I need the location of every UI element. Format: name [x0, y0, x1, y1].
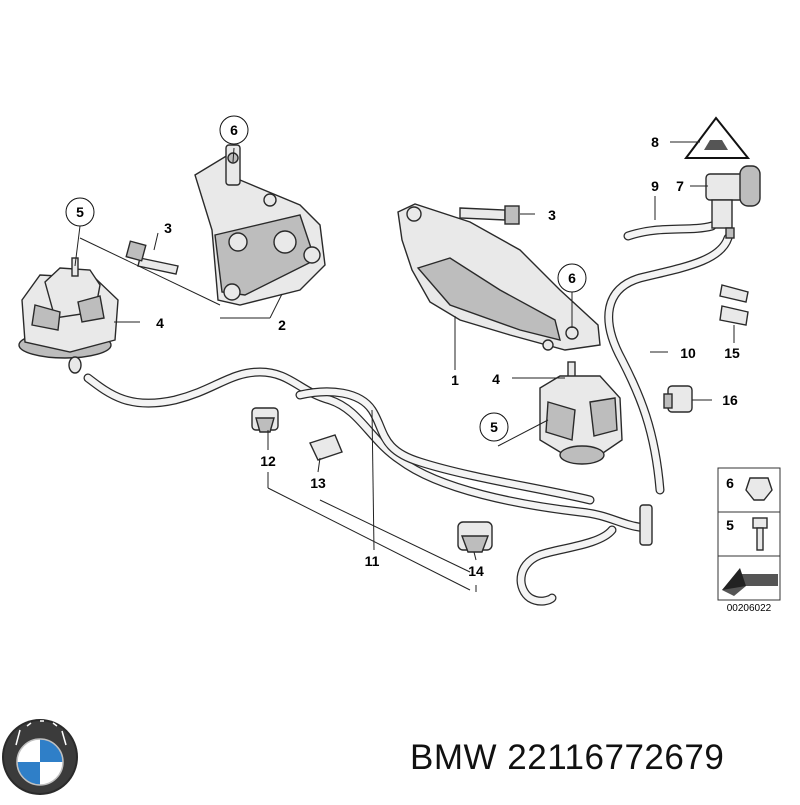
hose-connector-end [639, 504, 653, 546]
bmw-logo [2, 719, 78, 795]
callout-5-right: 5 [490, 419, 498, 435]
callout-12: 12 [260, 453, 276, 469]
bolt-3-right [459, 205, 520, 225]
callout-circle-5-left [65, 197, 95, 227]
clip-15 [719, 284, 749, 326]
callout-15: 15 [724, 345, 740, 361]
callout-9: 9 [651, 178, 659, 194]
nut-icon [745, 477, 773, 501]
callout-13: 13 [310, 475, 326, 491]
arrow-icon [722, 568, 778, 596]
bolt-icon [752, 517, 768, 551]
callout-5-left: 5 [76, 204, 84, 220]
legend-item-6: 6 [726, 475, 734, 491]
vacuum-hose-9 [623, 221, 717, 241]
engine-mount-right [539, 361, 623, 465]
callout-11: 11 [365, 553, 380, 569]
vacuum-valve-7 [705, 165, 761, 239]
vacuum-hose-11 [83, 367, 653, 606]
callout-10: 10 [680, 345, 696, 361]
callout-8: 8 [651, 134, 659, 150]
callout-14: 14 [468, 563, 484, 579]
diagram-code: 00206022 [727, 603, 772, 614]
callout-4-left: 4 [156, 315, 164, 331]
callout-circle-6-left [219, 115, 249, 145]
clip-13 [309, 434, 343, 461]
callout-circle-6-right [557, 263, 587, 293]
vacuum-hose-10 [604, 233, 733, 495]
legend-item-5: 5 [726, 517, 734, 533]
callouts: 5 6 3 4 2 3 6 1 4 5 8 9 7 10 15 16 12 13… [65, 115, 740, 579]
callout-6-left: 6 [230, 122, 238, 138]
callout-3-right: 3 [548, 207, 556, 223]
engine-mount-left [18, 257, 119, 374]
callout-3-left: 3 [164, 220, 172, 236]
bolt-3-left [125, 240, 179, 275]
callout-2: 2 [278, 317, 286, 333]
leader-lines [74, 141, 735, 592]
callout-16: 16 [722, 392, 738, 408]
callout-7: 7 [676, 178, 684, 194]
engine-bracket-2 [194, 144, 326, 306]
callout-circle-5-right [479, 412, 509, 442]
warning-label-8 [684, 116, 751, 159]
engine-support-arm-1 [397, 203, 601, 351]
clip-16 [663, 385, 693, 413]
part-number-caption: BMW 22116772679 [410, 738, 725, 777]
callout-4-right: 4 [492, 371, 500, 387]
callout-6-right: 6 [568, 270, 576, 286]
callout-1: 1 [451, 372, 459, 388]
clip-14 [457, 521, 493, 553]
legend-box: 6 5 [717, 467, 781, 601]
clip-12 [251, 407, 279, 433]
